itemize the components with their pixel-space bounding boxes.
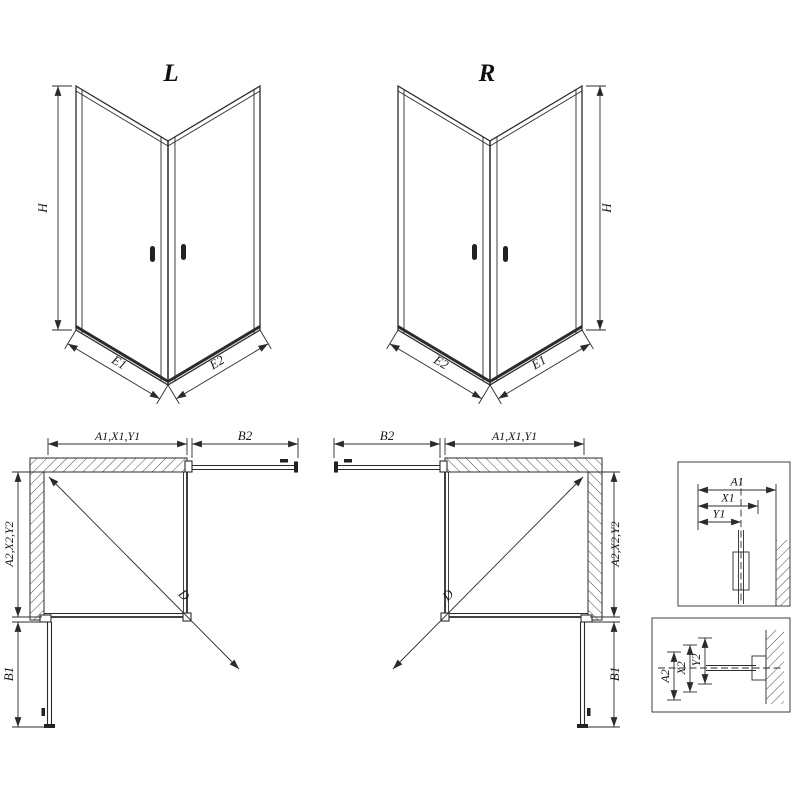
wall-profile-channel (732, 551, 750, 591)
dim-label-top-width-right: A1,X1,Y1 (491, 429, 537, 443)
detail-label-a2: A2 (658, 669, 672, 683)
variant-label-right: R (478, 60, 496, 87)
detail-label-y1: Y1 (713, 507, 726, 521)
dim-label-side-depth-right: A2,X2,Y2 (608, 521, 622, 567)
detail-label-x2: X2 (674, 661, 688, 675)
dim-label-e1-right: E1 (528, 352, 549, 373)
dim-label-top-width-left: A1,X1,Y1 (94, 429, 140, 443)
profile-detail-top (677, 461, 791, 607)
dim-label-b2-left: B2 (238, 428, 253, 443)
detail-frame (677, 461, 791, 607)
dim-label-b1-right: B1 (607, 667, 622, 681)
detail-label-a1: A1 (729, 475, 743, 489)
dim-label-b1-left: B1 (1, 667, 16, 681)
dim-label-e1-left: E1 (108, 351, 129, 372)
dim-label-e2-right: E2 (430, 351, 451, 372)
detail-label-y2: Y2 (689, 654, 703, 667)
dim-label-b2-right: B2 (380, 428, 395, 443)
variant-label-left: L (162, 60, 178, 87)
dim-label-e2-left: E2 (206, 352, 227, 373)
dim-label-height-right: H (599, 203, 614, 214)
profile-detail-bottom (651, 617, 791, 713)
dim-label-height-left: H (35, 203, 50, 214)
dim-label-side-depth-left: A2,X2,Y2 (2, 521, 16, 567)
detail-label-x1: X1 (720, 491, 734, 505)
wall-hatch (766, 630, 784, 704)
wall-hatch (776, 540, 790, 606)
detail-frame (651, 617, 791, 713)
